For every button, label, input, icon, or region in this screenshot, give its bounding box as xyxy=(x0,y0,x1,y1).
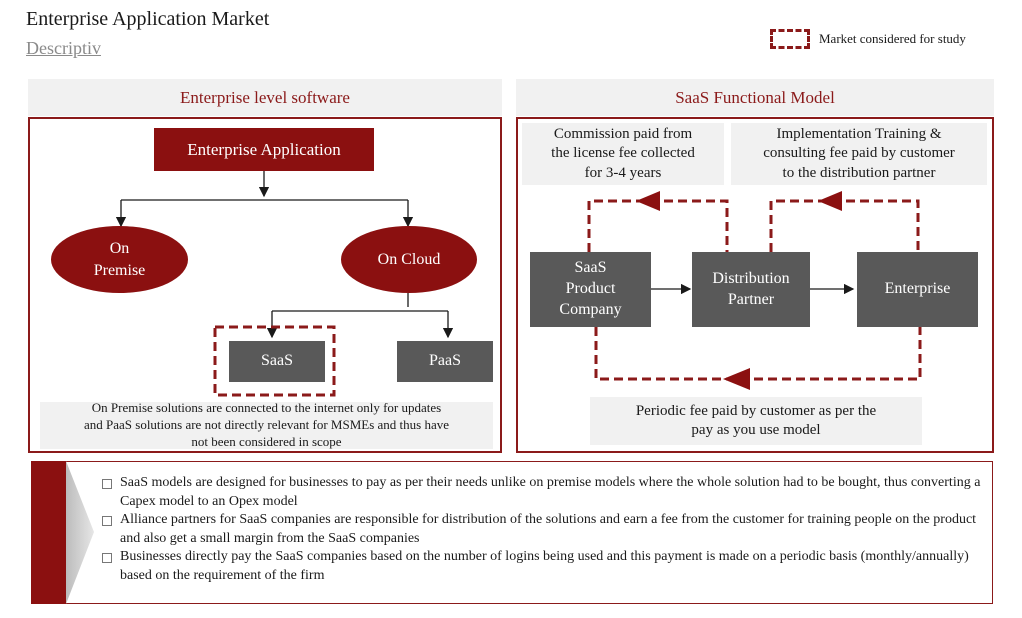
periodic-arrowhead xyxy=(723,368,750,390)
implementation-arrowhead xyxy=(818,191,842,211)
summary-bullet: SaaS models are designed for businesses … xyxy=(102,474,982,511)
commission-arrowhead xyxy=(636,191,660,211)
left-panel-box xyxy=(28,117,502,453)
saas-highlight-box xyxy=(213,325,336,397)
summary-bullet: Alliance partners for SaaS companies are… xyxy=(102,511,982,548)
summary-accent-bar xyxy=(31,461,66,604)
periodic-fee-label: Periodic fee paid by customer as per the… xyxy=(590,397,922,445)
right-panel-box xyxy=(516,117,994,453)
left-panel-heading: Enterprise level software xyxy=(28,79,502,116)
saas-node: SaaS xyxy=(229,341,325,382)
legend-dashed-box xyxy=(770,29,810,49)
summary-bullets: SaaS models are designed for businesses … xyxy=(102,474,982,585)
enterprise-node: Enterprise xyxy=(857,252,978,327)
legend-label: Market considered for study xyxy=(819,31,966,46)
summary-chevron xyxy=(66,461,94,604)
page-subtitle: Descriptiv xyxy=(26,38,101,58)
page-title: Enterprise Application Market xyxy=(26,8,270,30)
summary-bullet: Businesses directly pay the SaaS compani… xyxy=(102,548,982,585)
right-panel-heading: SaaS Functional Model xyxy=(516,79,994,116)
loop-arrowheads xyxy=(636,191,842,390)
paas-node: PaaS xyxy=(397,341,493,382)
scope-note: On Premise solutions are connected to th… xyxy=(40,400,493,449)
tree-connectors xyxy=(115,171,454,339)
implementation-fee-label: Implementation Training &consulting fee … xyxy=(731,123,987,185)
enterprise-application-node: Enterprise Application xyxy=(154,128,374,171)
on-cloud-node: On Cloud xyxy=(341,226,477,293)
